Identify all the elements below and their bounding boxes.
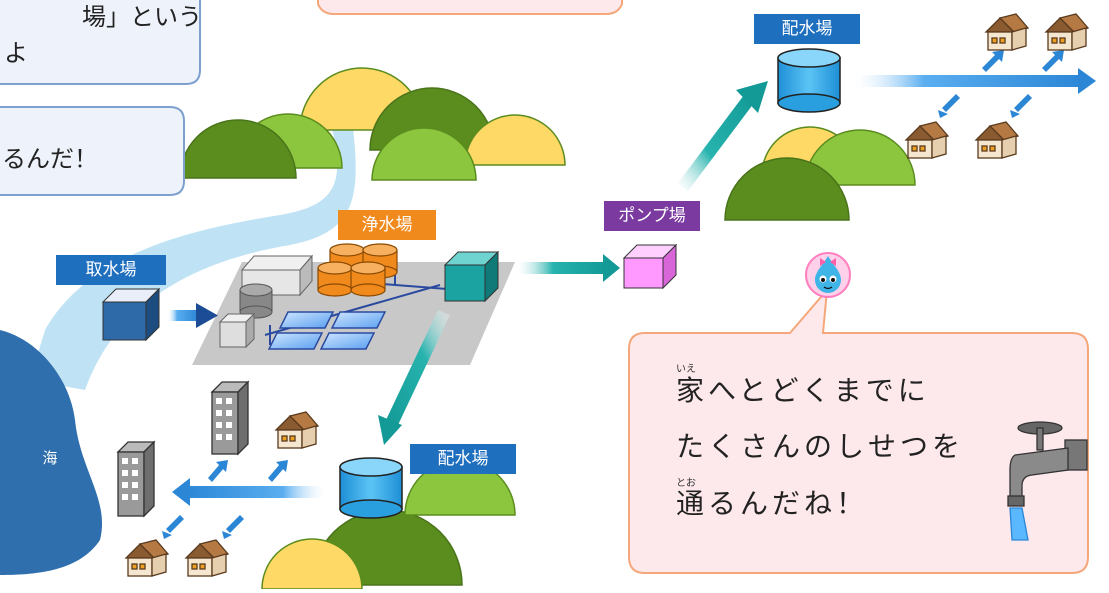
arrow-plant-to-bottom-distribution <box>378 310 450 445</box>
house-icon <box>274 411 320 449</box>
intake-label: 取水場 <box>56 255 166 285</box>
apartment-building-icon <box>210 380 250 456</box>
small-building <box>219 321 247 348</box>
house-icon <box>984 13 1030 51</box>
bottom-distribution-label: 配水場 <box>410 444 516 474</box>
house-icon <box>1044 13 1090 51</box>
left-bubble-line1: るんだ！ <box>2 145 98 173</box>
sea <box>0 330 103 575</box>
orange-tanks <box>317 243 398 297</box>
purification-label: 浄水場 <box>338 210 436 240</box>
arrow-bottom-distribution-to-homes <box>162 460 325 539</box>
arrow-plant-to-pump <box>518 254 620 282</box>
ruby-ie: いえ <box>676 364 696 375</box>
pump-box <box>623 257 664 289</box>
speech-bubble-left <box>0 106 185 196</box>
main-bubble-line3: 通るんだね！ <box>676 487 869 520</box>
speech-bubble-main <box>628 286 1089 574</box>
hill <box>261 538 363 590</box>
hill <box>804 129 916 186</box>
speech-bubble-top <box>317 0 623 15</box>
main-bubble-line1: 家へとどくまでに <box>676 374 930 407</box>
arrow-pump-to-top-distribution <box>678 81 768 191</box>
house-icon <box>974 121 1020 159</box>
pump-label: ポンプ場 <box>604 201 700 231</box>
house-icons <box>124 13 1090 577</box>
apartment-building-icon <box>116 440 156 518</box>
sea-label: 海 <box>42 449 57 467</box>
house-icon <box>904 121 950 159</box>
hill <box>464 114 566 166</box>
speech-bubble-top-left <box>0 0 201 85</box>
house-icon <box>124 539 170 577</box>
hill <box>724 157 850 221</box>
house-icon <box>184 539 230 577</box>
purified-water-box <box>444 264 486 302</box>
top-left-bubble-line1: 場」という <box>82 3 202 31</box>
hill <box>179 119 297 179</box>
filter-pools <box>267 311 387 350</box>
top-distribution-label: 配水場 <box>754 14 860 44</box>
intake-box <box>102 301 147 341</box>
ruby-too: とお <box>676 478 696 489</box>
hill <box>371 127 477 181</box>
main-bubble-line2: たくさんのしせつを <box>676 430 965 463</box>
water-drop-mascot-icon <box>805 252 851 298</box>
arrow-top-distribution-to-homes <box>855 50 1096 118</box>
top-left-bubble-line2: よ <box>4 39 28 67</box>
top-distribution-tank <box>777 48 841 113</box>
arrow-intake-to-plant <box>168 303 218 328</box>
bottom-distribution-tank <box>339 457 403 519</box>
faucet-icon <box>1007 421 1088 541</box>
